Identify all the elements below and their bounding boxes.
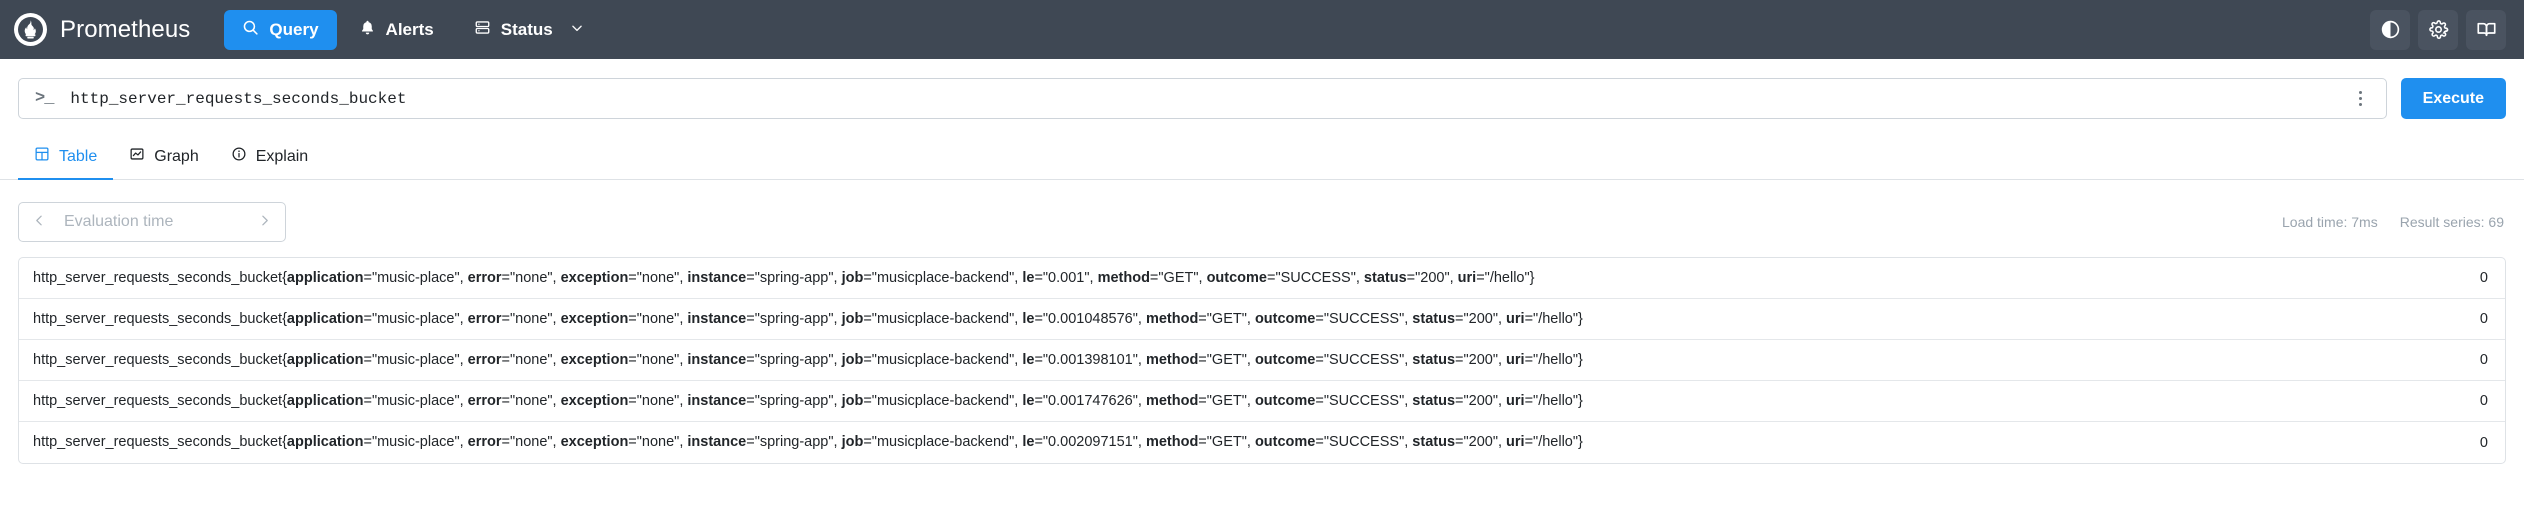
- tab-label: Graph: [154, 147, 199, 165]
- navbar-right-actions: [2370, 9, 2506, 50]
- nav-item-label: Query: [269, 19, 319, 39]
- nav-item-label: Alerts: [385, 19, 434, 39]
- table-row[interactable]: http_server_requests_seconds_bucket{appl…: [19, 381, 2505, 422]
- series-value: 0: [2479, 270, 2488, 286]
- table-row[interactable]: http_server_requests_seconds_bucket{appl…: [19, 422, 2505, 463]
- tab-graph[interactable]: Graph: [113, 136, 214, 180]
- nav-item-label: Status: [500, 19, 553, 39]
- query-area: >_ http_server_requests_seconds_bucket E…: [0, 59, 2524, 119]
- chevron-left-icon[interactable]: [33, 213, 46, 231]
- book-icon[interactable]: [2466, 9, 2506, 50]
- gear-icon[interactable]: [2418, 9, 2458, 50]
- top-navbar: Prometheus Query Alerts: [0, 0, 2524, 59]
- brand-title: Prometheus: [60, 15, 191, 43]
- series-label: http_server_requests_seconds_bucket{appl…: [33, 270, 1535, 286]
- series-label: http_server_requests_seconds_bucket{appl…: [33, 393, 1583, 409]
- table-row[interactable]: http_server_requests_seconds_bucket{appl…: [19, 299, 2505, 340]
- series-label: http_server_requests_seconds_bucket{appl…: [33, 311, 1583, 327]
- series-value: 0: [2479, 311, 2488, 327]
- query-input-container[interactable]: >_ http_server_requests_seconds_bucket: [18, 78, 2387, 119]
- tab-label: Table: [59, 147, 98, 165]
- graph-icon: [129, 146, 145, 167]
- table-row[interactable]: http_server_requests_seconds_bucket{appl…: [19, 340, 2505, 381]
- series-label: http_server_requests_seconds_bucket{appl…: [33, 352, 1583, 368]
- execute-button[interactable]: Execute: [2400, 78, 2506, 119]
- table-icon: [34, 146, 50, 167]
- result-rows: http_server_requests_seconds_bucket{appl…: [19, 258, 2505, 463]
- nav-item-alerts[interactable]: Alerts: [341, 10, 452, 50]
- search-icon: [242, 19, 259, 41]
- query-input[interactable]: http_server_requests_seconds_bucket: [70, 89, 407, 108]
- evaluation-time-control[interactable]: Evaluation time: [18, 202, 286, 242]
- brand[interactable]: Prometheus: [14, 13, 190, 46]
- tab-explain[interactable]: Explain: [215, 136, 324, 180]
- kebab-menu-icon[interactable]: [2348, 91, 2374, 106]
- nav-items: Query Alerts Status: [224, 9, 602, 50]
- nav-item-status[interactable]: Status: [456, 10, 602, 50]
- load-time-text: Load time: 7ms: [2282, 214, 2378, 230]
- tab-label: Explain: [255, 147, 309, 165]
- result-table: http_server_requests_seconds_bucket{appl…: [18, 257, 2506, 464]
- chevron-down-icon: [570, 20, 584, 40]
- prompt-icon: >_: [35, 89, 54, 108]
- series-label: http_server_requests_seconds_bucket{appl…: [33, 435, 1583, 450]
- info-icon: [231, 146, 247, 167]
- controls-row: Evaluation time Load time: 7ms Result se…: [0, 180, 2524, 242]
- tab-table[interactable]: Table: [18, 136, 114, 180]
- result-tabs: Table Graph Explain: [0, 136, 2524, 180]
- result-series-text: Result series: 69: [2399, 214, 2504, 230]
- nav-item-query[interactable]: Query: [224, 9, 337, 50]
- query-stats: Load time: 7ms Result series: 69: [2282, 214, 2506, 230]
- bell-icon: [359, 19, 376, 41]
- series-value: 0: [2479, 434, 2488, 451]
- evaluation-time-input[interactable]: Evaluation time: [64, 213, 174, 230]
- server-icon: [474, 19, 491, 41]
- series-value: 0: [2479, 352, 2488, 368]
- prometheus-torch-icon: [14, 13, 47, 46]
- series-value: 0: [2479, 393, 2488, 409]
- chevron-right-icon[interactable]: [258, 213, 271, 231]
- theme-toggle-icon[interactable]: [2370, 9, 2410, 50]
- table-row[interactable]: http_server_requests_seconds_bucket{appl…: [19, 258, 2505, 299]
